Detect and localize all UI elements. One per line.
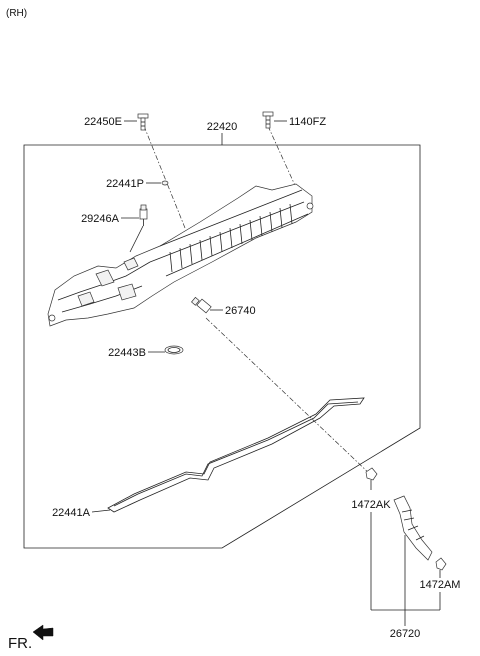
part-label-22443b: 22443B xyxy=(108,347,146,359)
part-label-22441a: 22441A xyxy=(52,507,91,519)
seal-22443b xyxy=(164,345,184,355)
cylinder-head-cover xyxy=(47,183,314,327)
part-label-1472ak: 1472AK xyxy=(351,499,391,511)
breather-hose-26720 xyxy=(393,495,433,561)
gasket-22441a xyxy=(107,397,365,513)
pcv-valve-26740 xyxy=(191,296,212,314)
front-arrow-icon xyxy=(32,624,54,641)
part-label-1472am: 1472AM xyxy=(420,579,461,591)
pin-22441p xyxy=(161,180,169,186)
clamp-1472am xyxy=(435,557,447,578)
part-label-29246a: 29246A xyxy=(81,213,120,225)
part-label-26740: 26740 xyxy=(225,305,256,317)
part-label-1140fz: 1140FZ xyxy=(289,116,326,128)
centerline-bolt-1140fz xyxy=(267,125,299,193)
bolt-22450e xyxy=(137,113,149,131)
centerline-plug-26740 xyxy=(205,317,373,477)
part-label-22420: 22420 xyxy=(207,121,238,133)
assembly-frame xyxy=(23,144,421,549)
part-label-22450e: 22450E xyxy=(84,116,122,128)
front-label: FR. xyxy=(8,635,32,652)
part-label-22441p: 22441P xyxy=(106,178,144,190)
part-label-26720: 26720 xyxy=(390,628,421,640)
sensor-29246a xyxy=(139,204,148,226)
centerline-bolt-22450e xyxy=(143,125,186,229)
clamp-1472ak xyxy=(365,467,378,490)
side-indicator: (RH) xyxy=(6,8,27,19)
bolt-1140fz xyxy=(262,111,274,129)
